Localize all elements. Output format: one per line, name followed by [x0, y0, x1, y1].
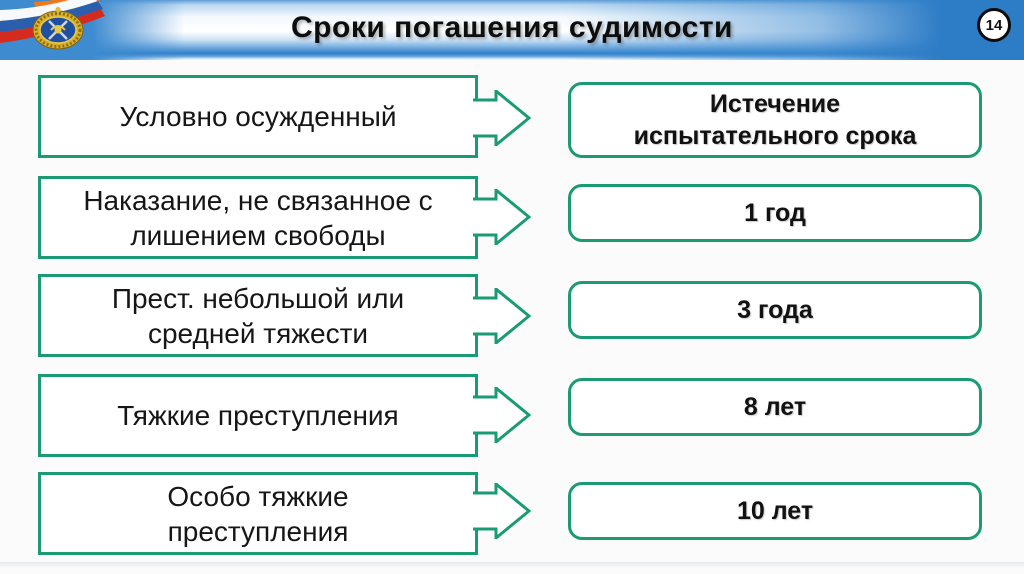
flow-arrow-icon [473, 189, 531, 245]
term-label: 3 года [737, 295, 813, 324]
page-title: Сроки погашения судимости [291, 11, 733, 44]
term-box-1: Истечение испытательного срока [568, 82, 982, 158]
condition-box-5: Особо тяжкие преступления [38, 472, 478, 555]
flow-arrow-icon [473, 288, 531, 344]
term-box-4: 8 лет [568, 378, 982, 436]
term-box-5: 10 лет [568, 482, 982, 540]
flow-arrow-icon [473, 483, 531, 539]
condition-box-2: Наказание, не связанное с лишением свобо… [38, 176, 478, 259]
condition-label: Наказание, не связанное с лишением свобо… [83, 184, 433, 251]
condition-label: Прест. небольшой или средней тяжести [111, 282, 405, 349]
term-label: 8 лет [743, 392, 807, 421]
flow-arrow-icon [473, 387, 531, 443]
condition-label: Тяжкие преступления [117, 400, 399, 431]
condition-label: Условно осужденный [119, 101, 397, 132]
header-bar: Сроки погашения судимости 14 [0, 0, 1024, 60]
condition-label: Особо тяжкие преступления [167, 480, 349, 547]
term-label: 1 год [744, 198, 806, 227]
page-number-badge: 14 [977, 8, 1011, 42]
term-label: Истечение испытательного срока [633, 89, 917, 151]
condition-box-4: Тяжкие преступления [38, 374, 478, 457]
condition-box-3: Прест. небольшой или средней тяжести [38, 274, 478, 357]
condition-box-1: Условно осужденный [38, 75, 478, 158]
term-label: 10 лет [736, 496, 814, 525]
term-box-3: 3 года [568, 281, 982, 339]
term-box-2: 1 год [568, 184, 982, 242]
flow-arrow-icon [473, 90, 531, 146]
footer-divider [0, 562, 1024, 567]
coat-of-arms-icon [32, 7, 84, 50]
